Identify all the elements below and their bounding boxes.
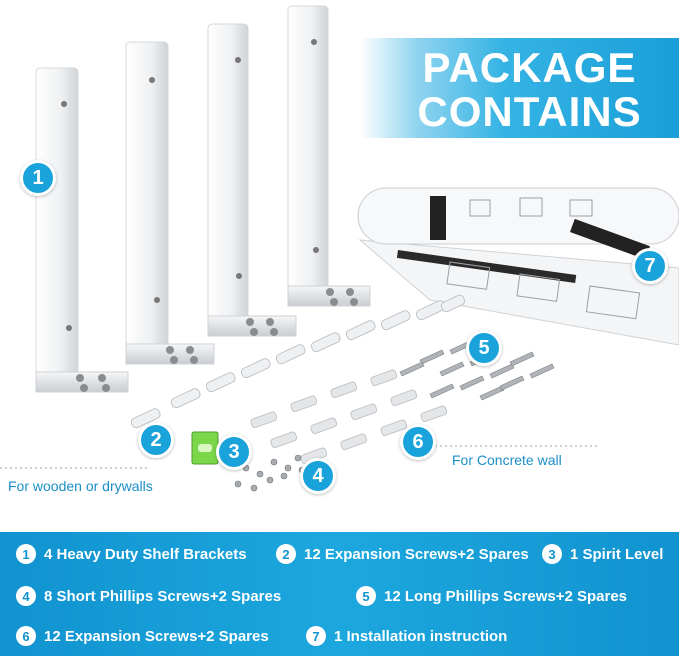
header-banner	[360, 38, 679, 138]
legend-text: 4 Heavy Duty Shelf Brackets	[44, 545, 247, 563]
legend-number: 5	[356, 586, 376, 606]
legend-text: 8 Short Phillips Screws+2 Spares	[44, 587, 282, 605]
legend-number: 7	[306, 626, 326, 646]
badge-1: 1	[20, 160, 56, 196]
package-legend: 1 4 Heavy Duty Shelf Brackets 2 12 Expan…	[0, 532, 679, 656]
legend-number: 6	[16, 626, 36, 646]
product-illustration	[0, 5, 679, 492]
legend-item-6: 6 12 Expansion Screws+2 Spares	[16, 624, 269, 648]
header-title-line2: CONTAINS	[417, 88, 642, 135]
legend-text: 12 Long Phillips Screws+2 Spares	[384, 587, 628, 605]
shelf-bracket-3	[207, 23, 297, 337]
legend-item-2: 2 12 Expansion Screws+2 Spares	[276, 542, 529, 566]
legend-item-1: 1 4 Heavy Duty Shelf Brackets	[16, 542, 247, 566]
badge-6: 6	[400, 424, 436, 460]
legend-number: 1	[16, 544, 36, 564]
installation-manual	[357, 187, 679, 346]
legend-text: 1 Installation instruction	[334, 627, 508, 645]
shelf-bracket-4	[287, 5, 371, 307]
badge-2: 2	[138, 422, 174, 458]
wood-expansion-screws	[130, 294, 466, 429]
badge-3: 3	[216, 434, 252, 470]
shelf-bracket-1	[35, 67, 129, 393]
caption-wooden-drywalls: For wooden or drywalls	[8, 478, 153, 494]
badge-4: 4	[300, 458, 336, 494]
badge-5: 5	[466, 330, 502, 366]
header-title-line1: PACKAGE	[422, 44, 637, 91]
header-title: PACKAGE CONTAINS	[380, 46, 679, 134]
long-phillips-screws	[399, 339, 555, 401]
badge-7: 7	[632, 248, 668, 284]
legend-item-7: 7 1 Installation instruction	[306, 624, 507, 648]
legend-number: 4	[16, 586, 36, 606]
shelf-bracket-2	[125, 41, 215, 365]
legend-text: 12 Expansion Screws+2 Spares	[44, 627, 269, 645]
legend-number: 2	[276, 544, 296, 564]
legend-item-4: 4 8 Short Phillips Screws+2 Spares	[16, 584, 281, 608]
legend-item-5: 5 12 Long Phillips Screws+2 Spares	[356, 584, 627, 608]
spirit-level	[191, 431, 219, 465]
legend-text: 12 Expansion Screws+2 Spares	[304, 545, 529, 563]
legend-text: 1 Spirit Level	[570, 545, 664, 563]
legend-number: 3	[542, 544, 562, 564]
caption-concrete-wall: For Concrete wall	[452, 452, 562, 468]
expansion-anchors	[250, 369, 448, 465]
legend-item-3: 3 1 Spirit Level	[542, 542, 663, 566]
